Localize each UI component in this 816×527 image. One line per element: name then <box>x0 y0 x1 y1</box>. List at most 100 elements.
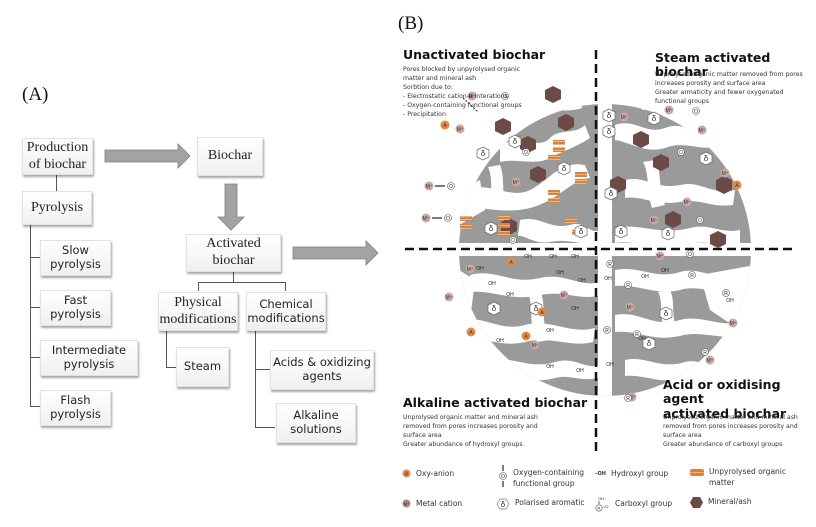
oxygen-group: O <box>432 214 452 222</box>
polarised-aromatic: δ <box>661 226 675 241</box>
svg-text:δ: δ <box>619 227 624 236</box>
hydroxyl-group: OH <box>496 338 504 344</box>
svg-text:δ: δ <box>534 304 539 313</box>
unpyrolysed-organic-group <box>460 140 587 236</box>
biochar-pore-diagram: δ δ δ δ δ δ δ δ δ δ δ δ δ δ δ δ M⁺ M⁺ M⁺… <box>405 50 792 455</box>
svg-text:δ: δ <box>652 114 657 123</box>
polarised-aromatic: δ <box>659 306 673 321</box>
metal-cation: M⁺ <box>559 290 569 300</box>
node-biochar: Biochar <box>197 137 263 176</box>
connector-line <box>30 406 40 407</box>
svg-text:A: A <box>443 123 447 129</box>
node-flash-pyrolysis: Flash pyrolysis <box>40 390 111 426</box>
polarised-aromatic: δ <box>602 108 616 123</box>
steam-description: Unprolysed organic matter removed from p… <box>655 71 803 105</box>
metal-cation: M⁺ <box>655 251 665 261</box>
mineral-ash <box>545 86 561 103</box>
unpyrolysed-organic <box>548 190 560 195</box>
r-group: R <box>603 326 611 334</box>
arrow-right-to-biochar <box>104 143 191 169</box>
connector-line <box>198 282 199 291</box>
svg-text:O: O <box>694 109 698 115</box>
unactivated-title: Unactivated biochar <box>403 47 546 62</box>
svg-text:δ: δ <box>609 189 614 198</box>
svg-text:OH: OH <box>488 281 496 287</box>
svg-text:M⁺: M⁺ <box>666 108 673 114</box>
metal-cation: M⁺ <box>511 177 521 187</box>
hydroxyl-group: OH <box>661 268 669 274</box>
svg-text:O: O <box>511 238 515 244</box>
svg-text:M⁺: M⁺ <box>627 305 634 311</box>
mineral-ash <box>653 154 669 171</box>
svg-text:OH: OH <box>604 276 612 282</box>
oxy-anion-group: A A A A A A <box>440 120 742 341</box>
svg-text:O: O <box>501 474 505 480</box>
hydroxyl-group: OH <box>641 274 649 280</box>
svg-text:M⁺: M⁺ <box>561 293 568 299</box>
svg-text:A: A <box>735 183 739 189</box>
oxygen-group: O <box>677 148 685 156</box>
svg-text:M⁺: M⁺ <box>423 216 430 222</box>
functional-groups: O O O O O O O O O OH OH OH OH OH OH OH O… <box>432 92 734 402</box>
unpyrolysed-organic <box>565 218 577 223</box>
node-chemical-modifications: Chemical modifications <box>246 292 326 331</box>
svg-text:OH: OH <box>726 298 734 304</box>
svg-text:OH: OH <box>578 278 586 284</box>
hydroxyl-group: OH <box>571 306 579 312</box>
oxygen-group: O <box>686 250 694 258</box>
oxygen-group: O <box>522 148 530 156</box>
node-alkaline-solutions: Alkaline solutions <box>276 403 356 443</box>
metal-cation: M⁺ <box>421 213 431 223</box>
hydroxyl-icon: –OH <box>595 471 606 477</box>
mineral-ash <box>665 211 681 228</box>
unpyrolysed-organic <box>498 223 510 228</box>
svg-text:R: R <box>626 283 630 289</box>
metal-cation: M⁺ <box>705 355 715 365</box>
mineral-ash <box>633 131 649 148</box>
svg-text:M⁺: M⁺ <box>699 128 706 134</box>
oxygen-group: O <box>435 182 455 190</box>
metal-cation: M⁺ <box>649 215 659 225</box>
svg-text:R: R <box>703 350 707 356</box>
svg-text:R: R <box>598 506 601 511</box>
hydroxyl-group: OH <box>578 278 586 284</box>
hydroxyl-group: OH <box>546 364 554 370</box>
unactivated-description: Pores blocked by unpyrolysed organic mat… <box>403 66 522 118</box>
node-slow-pyrolysis: Slow pyrolysis <box>40 240 111 276</box>
metal-cation: M⁺ <box>728 318 738 328</box>
polarised-aromatic: δ <box>484 221 498 236</box>
svg-text:R: R <box>724 291 728 297</box>
mineral-ash <box>558 114 574 131</box>
r-group: R <box>688 271 696 279</box>
svg-text:R: R <box>626 396 630 402</box>
hydroxyl-group: OH <box>476 266 484 272</box>
svg-text:M⁺: M⁺ <box>629 395 636 401</box>
hydroxyl-group: OH <box>604 276 612 282</box>
pore <box>615 314 745 338</box>
legend-polarised-aromatic: δ Polarised aromatic <box>496 498 585 510</box>
mineral-ash <box>520 136 536 153</box>
r-group: R <box>701 348 709 356</box>
oxy-anion-icon: A <box>402 469 411 478</box>
flow-arrows <box>104 143 379 266</box>
unpyrolysed-organic <box>460 216 472 221</box>
pore <box>643 160 665 208</box>
oxygen-group: O <box>509 236 517 244</box>
unpyrolysed-organic <box>575 179 587 184</box>
svg-text:O: O <box>503 94 507 100</box>
legend-hydroxyl-group: –OH Hydroxyl group <box>595 469 669 478</box>
svg-text:δ: δ <box>481 149 486 158</box>
connector-line <box>255 331 256 428</box>
hydroxyl-group: OH <box>506 292 514 298</box>
metal-cation: M⁺ <box>619 112 629 122</box>
connector-line <box>233 272 234 282</box>
svg-text:δ: δ <box>513 137 518 146</box>
svg-text:O: O <box>688 252 692 258</box>
unpyrolysed-organic-icon <box>690 469 704 476</box>
svg-text:M⁺: M⁺ <box>621 115 628 121</box>
svg-text:R: R <box>605 328 609 334</box>
svg-text:δ: δ <box>501 500 506 509</box>
svg-text:OH: OH <box>476 266 484 272</box>
